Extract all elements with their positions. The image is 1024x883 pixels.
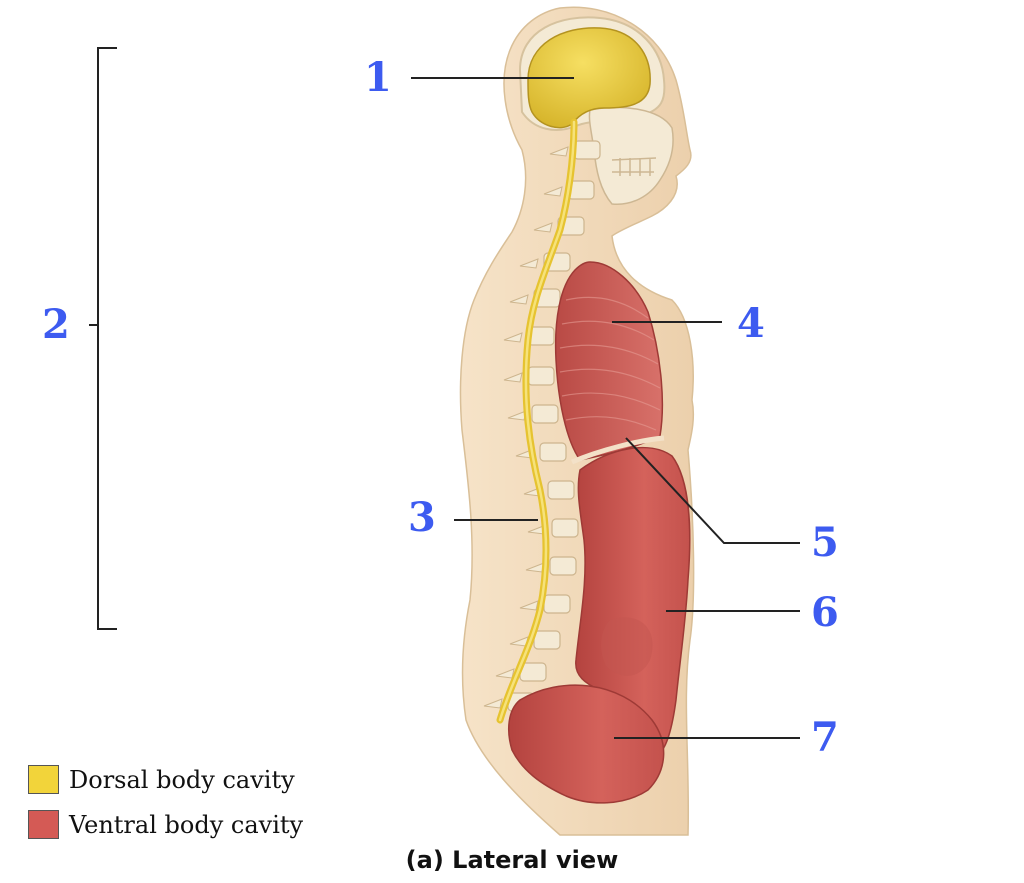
spinous-process bbox=[533, 222, 553, 233]
label-6: 6 bbox=[811, 589, 839, 636]
rib-lines bbox=[559, 296, 661, 431]
vertebra-body bbox=[527, 366, 555, 386]
vertebra-body bbox=[539, 442, 567, 462]
figure-caption: (a) Lateral view bbox=[405, 846, 619, 874]
spinous-process bbox=[543, 186, 563, 197]
abdominal-shading bbox=[601, 617, 653, 676]
vertebral-column bbox=[483, 140, 601, 712]
vertebra-body bbox=[547, 480, 575, 500]
spinous-process bbox=[483, 698, 503, 709]
diaphragm bbox=[571, 435, 665, 465]
label-2: 2 bbox=[42, 301, 70, 348]
legend-dorsal: Dorsal body cavity bbox=[28, 765, 295, 794]
vertebra-body bbox=[551, 518, 579, 538]
label-3: 3 bbox=[408, 494, 436, 541]
spinous-process bbox=[519, 258, 539, 269]
spinous-process bbox=[495, 668, 515, 679]
pelvic-cavity bbox=[507, 684, 665, 804]
label-4: 4 bbox=[737, 300, 765, 347]
label-7: 7 bbox=[811, 714, 839, 761]
vertebra-body bbox=[549, 556, 577, 576]
label-1: 1 bbox=[364, 54, 392, 101]
vertebra-body bbox=[543, 594, 571, 614]
leader-line-5 bbox=[625, 437, 800, 544]
spinous-process bbox=[503, 332, 523, 343]
vertebra-body bbox=[573, 140, 601, 160]
vertebra-body bbox=[531, 404, 559, 424]
legend-ventral-swatch bbox=[28, 810, 59, 839]
legend-ventral-label: Ventral body cavity bbox=[69, 810, 304, 839]
teeth bbox=[611, 157, 657, 176]
legend-ventral: Ventral body cavity bbox=[28, 810, 303, 839]
spinous-process bbox=[549, 146, 569, 157]
spinous-process bbox=[503, 372, 523, 383]
legend-dorsal-swatch bbox=[28, 765, 59, 794]
label-5: 5 bbox=[811, 519, 839, 566]
dorsal-cavity-bracket bbox=[89, 47, 117, 630]
leader-lines bbox=[411, 77, 800, 739]
vertebra-body bbox=[533, 630, 561, 650]
spinous-process bbox=[509, 294, 529, 305]
brain-cranial-cavity bbox=[527, 27, 651, 129]
legend-dorsal-label: Dorsal body cavity bbox=[69, 765, 295, 794]
spinous-process bbox=[519, 600, 539, 611]
